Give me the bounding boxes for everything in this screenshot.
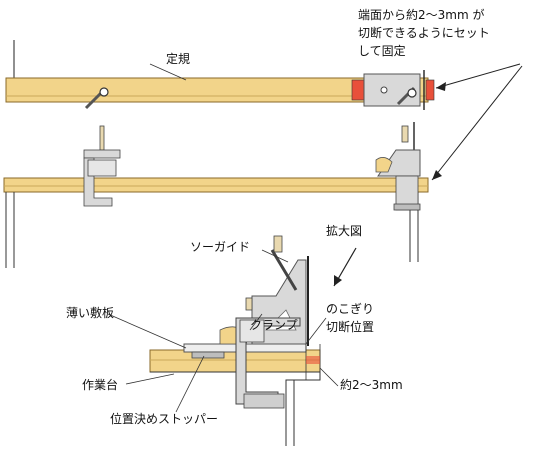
note-line-3: して固定 [358, 44, 406, 58]
offset-approx-label: 約2～3mm [340, 378, 403, 392]
stopper-enlarged [191, 351, 225, 359]
ruler-pin [84, 87, 109, 110]
workbench-enlarged [149, 349, 321, 446]
ruler-label: 定規 [166, 52, 191, 66]
saw-cut-label-1: のこぎり [326, 302, 375, 316]
enlarged-view-label: 拡大図 [326, 224, 363, 238]
workbench-middle [3, 177, 429, 268]
note-line-2: 切断できるようにセット [358, 26, 490, 40]
saw-guide-label: ソーガイド [190, 240, 251, 254]
workbench-label: 作業台 [82, 378, 119, 392]
clamp-left-middle [83, 125, 121, 207]
edge-offset-indicator [305, 344, 321, 380]
saw-guide-block-top [351, 70, 435, 110]
thin-board-label: 薄い敷板 [66, 306, 115, 320]
saw-cut-label-2: 切断位置 [326, 320, 375, 334]
clamp-label: クランプ [250, 318, 298, 332]
clamp-enlarged [235, 317, 301, 409]
note-line-1: 端面から約2～3mm が [358, 8, 485, 22]
saw-guide-middle [375, 122, 421, 211]
stopper-label: 位置決めストッパー [110, 412, 219, 426]
